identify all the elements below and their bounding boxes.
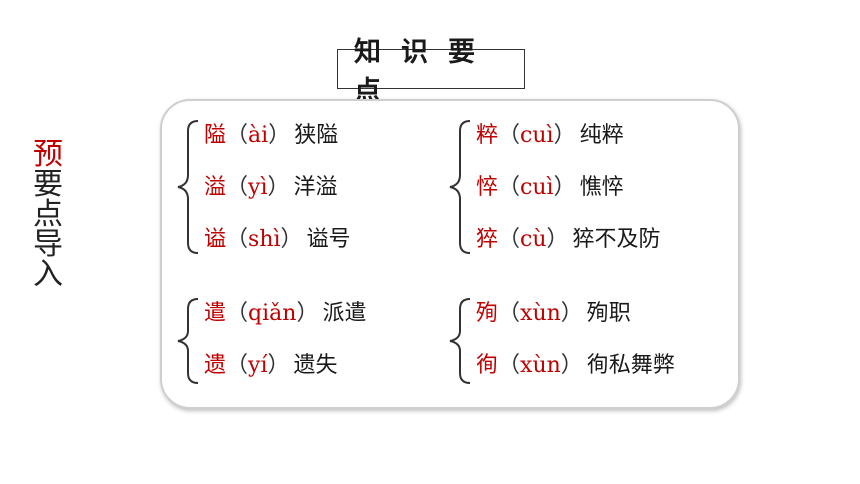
- entry-pinyin: ài: [248, 123, 269, 148]
- entry-word: 徇私舞弊: [586, 353, 675, 378]
- char-entry: 猝（cù）猝不及防: [476, 227, 661, 252]
- char-entry: 徇（xùn）徇私舞弊: [476, 353, 675, 378]
- char-entry: 溢（yì）洋溢: [204, 175, 338, 200]
- char-entry: 粹（cuì）纯粹: [476, 123, 624, 148]
- char-entry: 遣（qiǎn）派遣: [204, 301, 367, 326]
- entry-char: 猝: [476, 227, 499, 252]
- entry-pinyin: shì: [248, 227, 281, 252]
- side-label-char: 要: [33, 167, 63, 202]
- entry-pinyin: xùn: [520, 353, 561, 378]
- entry-char: 悴: [476, 175, 499, 200]
- entry-char: 遣: [204, 301, 227, 326]
- curly-brace-icon: [449, 298, 471, 384]
- char-group-3: 遣（qiǎn）派遣 遗（yí）遗失: [176, 295, 436, 387]
- char-group-2: 粹（cuì）纯粹 悴（cuì）憔悴 猝（cù）猝不及防: [448, 117, 738, 257]
- entry-char: 粹: [476, 123, 499, 148]
- side-label-char: 点: [33, 197, 63, 232]
- curly-brace-icon: [177, 298, 199, 384]
- side-label: 预 要 点 导 入: [28, 140, 68, 290]
- char-entry: 悴（cuì）憔悴: [476, 175, 624, 200]
- entry-pinyin: qiǎn: [248, 301, 297, 326]
- entry-pinyin: cuì: [520, 175, 554, 200]
- entry-word: 洋溢: [293, 175, 338, 200]
- char-entry: 谥（shì）谥号: [204, 227, 351, 252]
- page-title: 知识要点: [337, 37, 525, 107]
- char-group-1: 隘（ài）狭隘 溢（yì）洋溢 谥（shì）谥号: [176, 117, 436, 257]
- entry-word: 殉职: [586, 301, 631, 326]
- entry-char: 殉: [476, 301, 499, 326]
- entry-char: 遗: [204, 353, 227, 378]
- entry-char: 谥: [204, 227, 227, 252]
- entry-word: 派遣: [322, 301, 367, 326]
- entry-pinyin: yí: [248, 353, 268, 378]
- char-entry: 隘（ài）狭隘: [204, 123, 339, 148]
- entry-word: 狭隘: [294, 123, 339, 148]
- entry-word: 猝不及防: [572, 227, 661, 252]
- entry-pinyin: cuì: [520, 123, 554, 148]
- entry-word: 谥号: [306, 227, 351, 252]
- side-label-first-char: 预: [33, 137, 63, 172]
- entry-pinyin: xùn: [520, 301, 561, 326]
- curly-brace-icon: [177, 120, 199, 254]
- side-label-char: 入: [33, 257, 63, 292]
- side-label-char: 导: [33, 227, 63, 262]
- entry-pinyin: cù: [520, 227, 547, 252]
- entry-char: 隘: [204, 123, 227, 148]
- char-entry: 遗（yí）遗失: [204, 353, 338, 378]
- knowledge-panel: 隘（ài）狭隘 溢（yì）洋溢 谥（shì）谥号 粹（cuì）纯粹 悴（cuì）…: [160, 99, 740, 409]
- char-group-4: 殉（xùn）殉职 徇（xùn）徇私舞弊: [448, 295, 738, 387]
- entry-char: 徇: [476, 353, 499, 378]
- entry-word: 憔悴: [579, 175, 624, 200]
- entry-char: 溢: [204, 175, 227, 200]
- entry-word: 纯粹: [579, 123, 624, 148]
- curly-brace-icon: [449, 120, 471, 254]
- entry-pinyin: yì: [248, 175, 268, 200]
- char-entry: 殉（xùn）殉职: [476, 301, 631, 326]
- entry-word: 遗失: [293, 353, 338, 378]
